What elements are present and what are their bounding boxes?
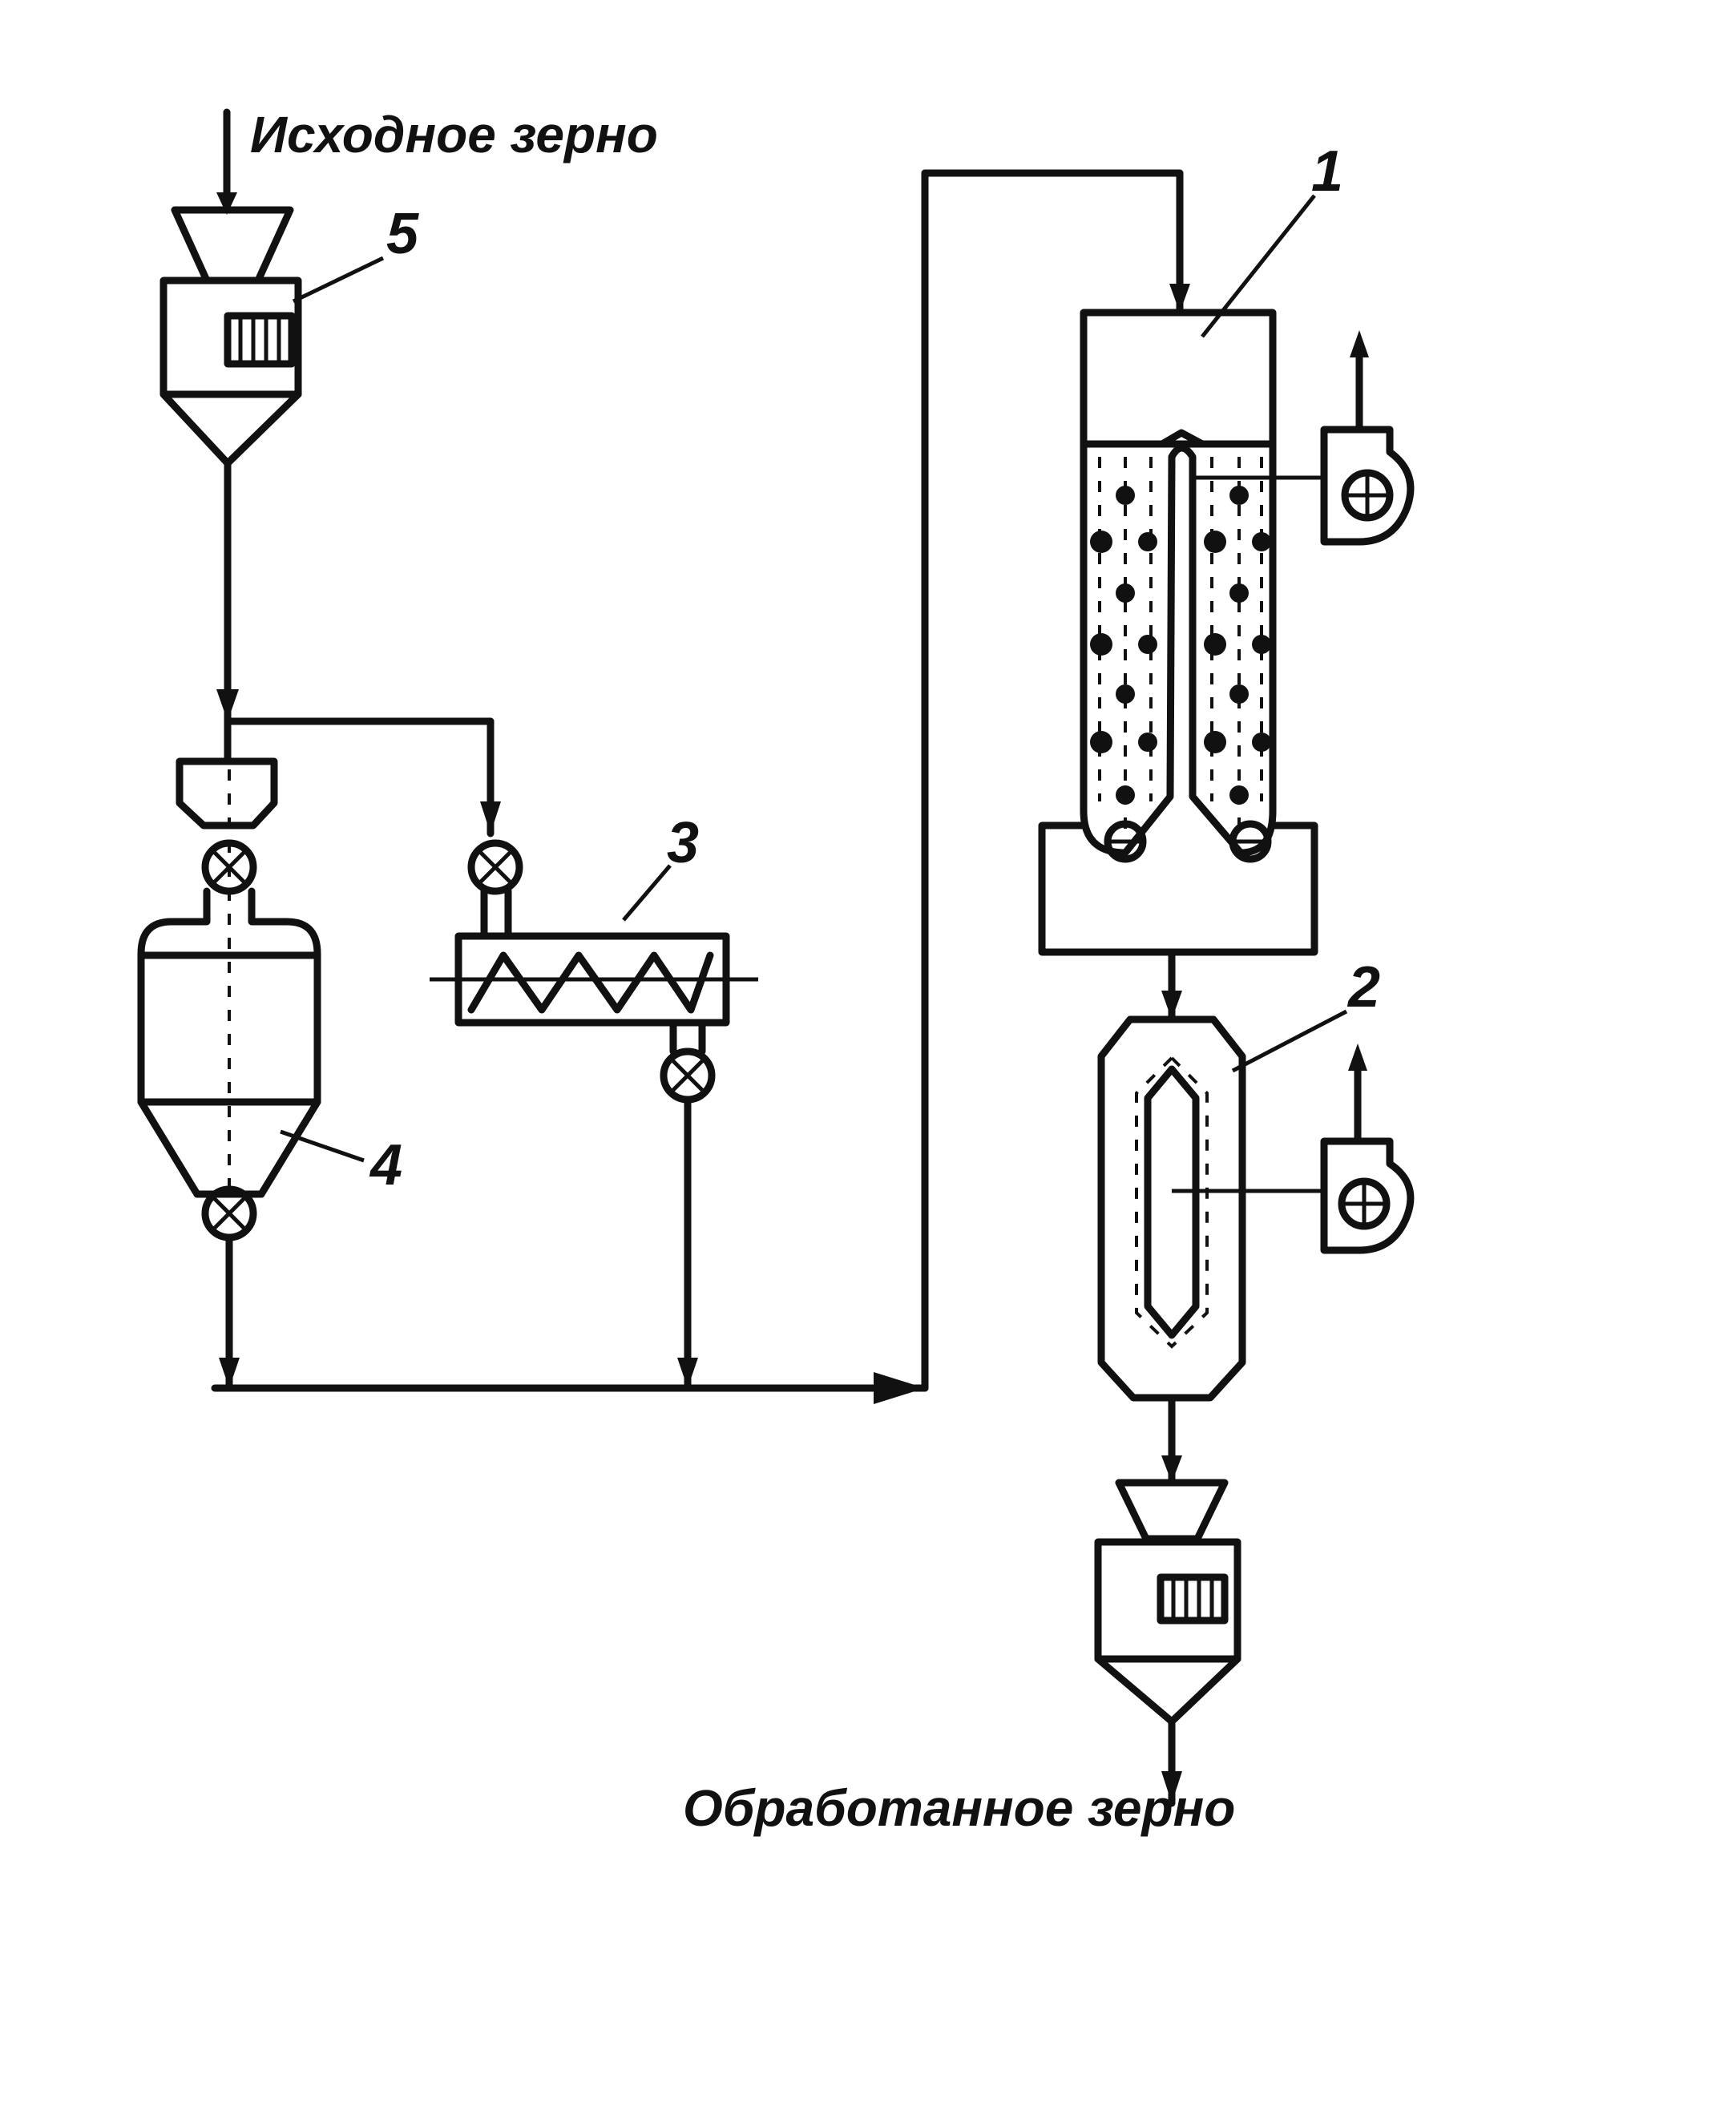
sieve-icon: [224, 312, 296, 368]
silo-4: [137, 757, 365, 1241]
callout-5: 5: [386, 202, 419, 266]
pipe-2-to-output: [1161, 1394, 1182, 1487]
collector-pipe: [211, 169, 1190, 1404]
fan-icon: [1320, 330, 1415, 546]
rotary-valve-icon: [660, 1047, 716, 1104]
input-grain-label: Исходное зерно: [250, 106, 658, 163]
outlet-valve-icon: [1229, 820, 1272, 863]
screw-conveyor-3: [430, 839, 758, 1104]
inlet-arrow: [216, 108, 237, 215]
output-bin: [1094, 1479, 1241, 1807]
outlet-valve-icon: [1104, 820, 1147, 863]
dryer-1: [1038, 194, 1324, 956]
callout-2: 2: [1346, 955, 1380, 1019]
callout-3: 3: [667, 811, 699, 875]
bin-5: [159, 206, 385, 467]
fan-icon: [1320, 1043, 1415, 1254]
callout-1: 1: [1311, 139, 1343, 204]
pipe-5-to-split: [216, 459, 501, 838]
sieve-icon: [1157, 1573, 1229, 1625]
callout-4: 4: [369, 1133, 402, 1197]
grain-particles: [1090, 486, 1271, 805]
output-grain-label: Обработанное зерно: [683, 1779, 1235, 1837]
pipe-1-to-2: [1161, 948, 1182, 1023]
cooler-2: [1097, 1009, 1348, 1402]
rotary-valve-icon: [467, 839, 523, 895]
